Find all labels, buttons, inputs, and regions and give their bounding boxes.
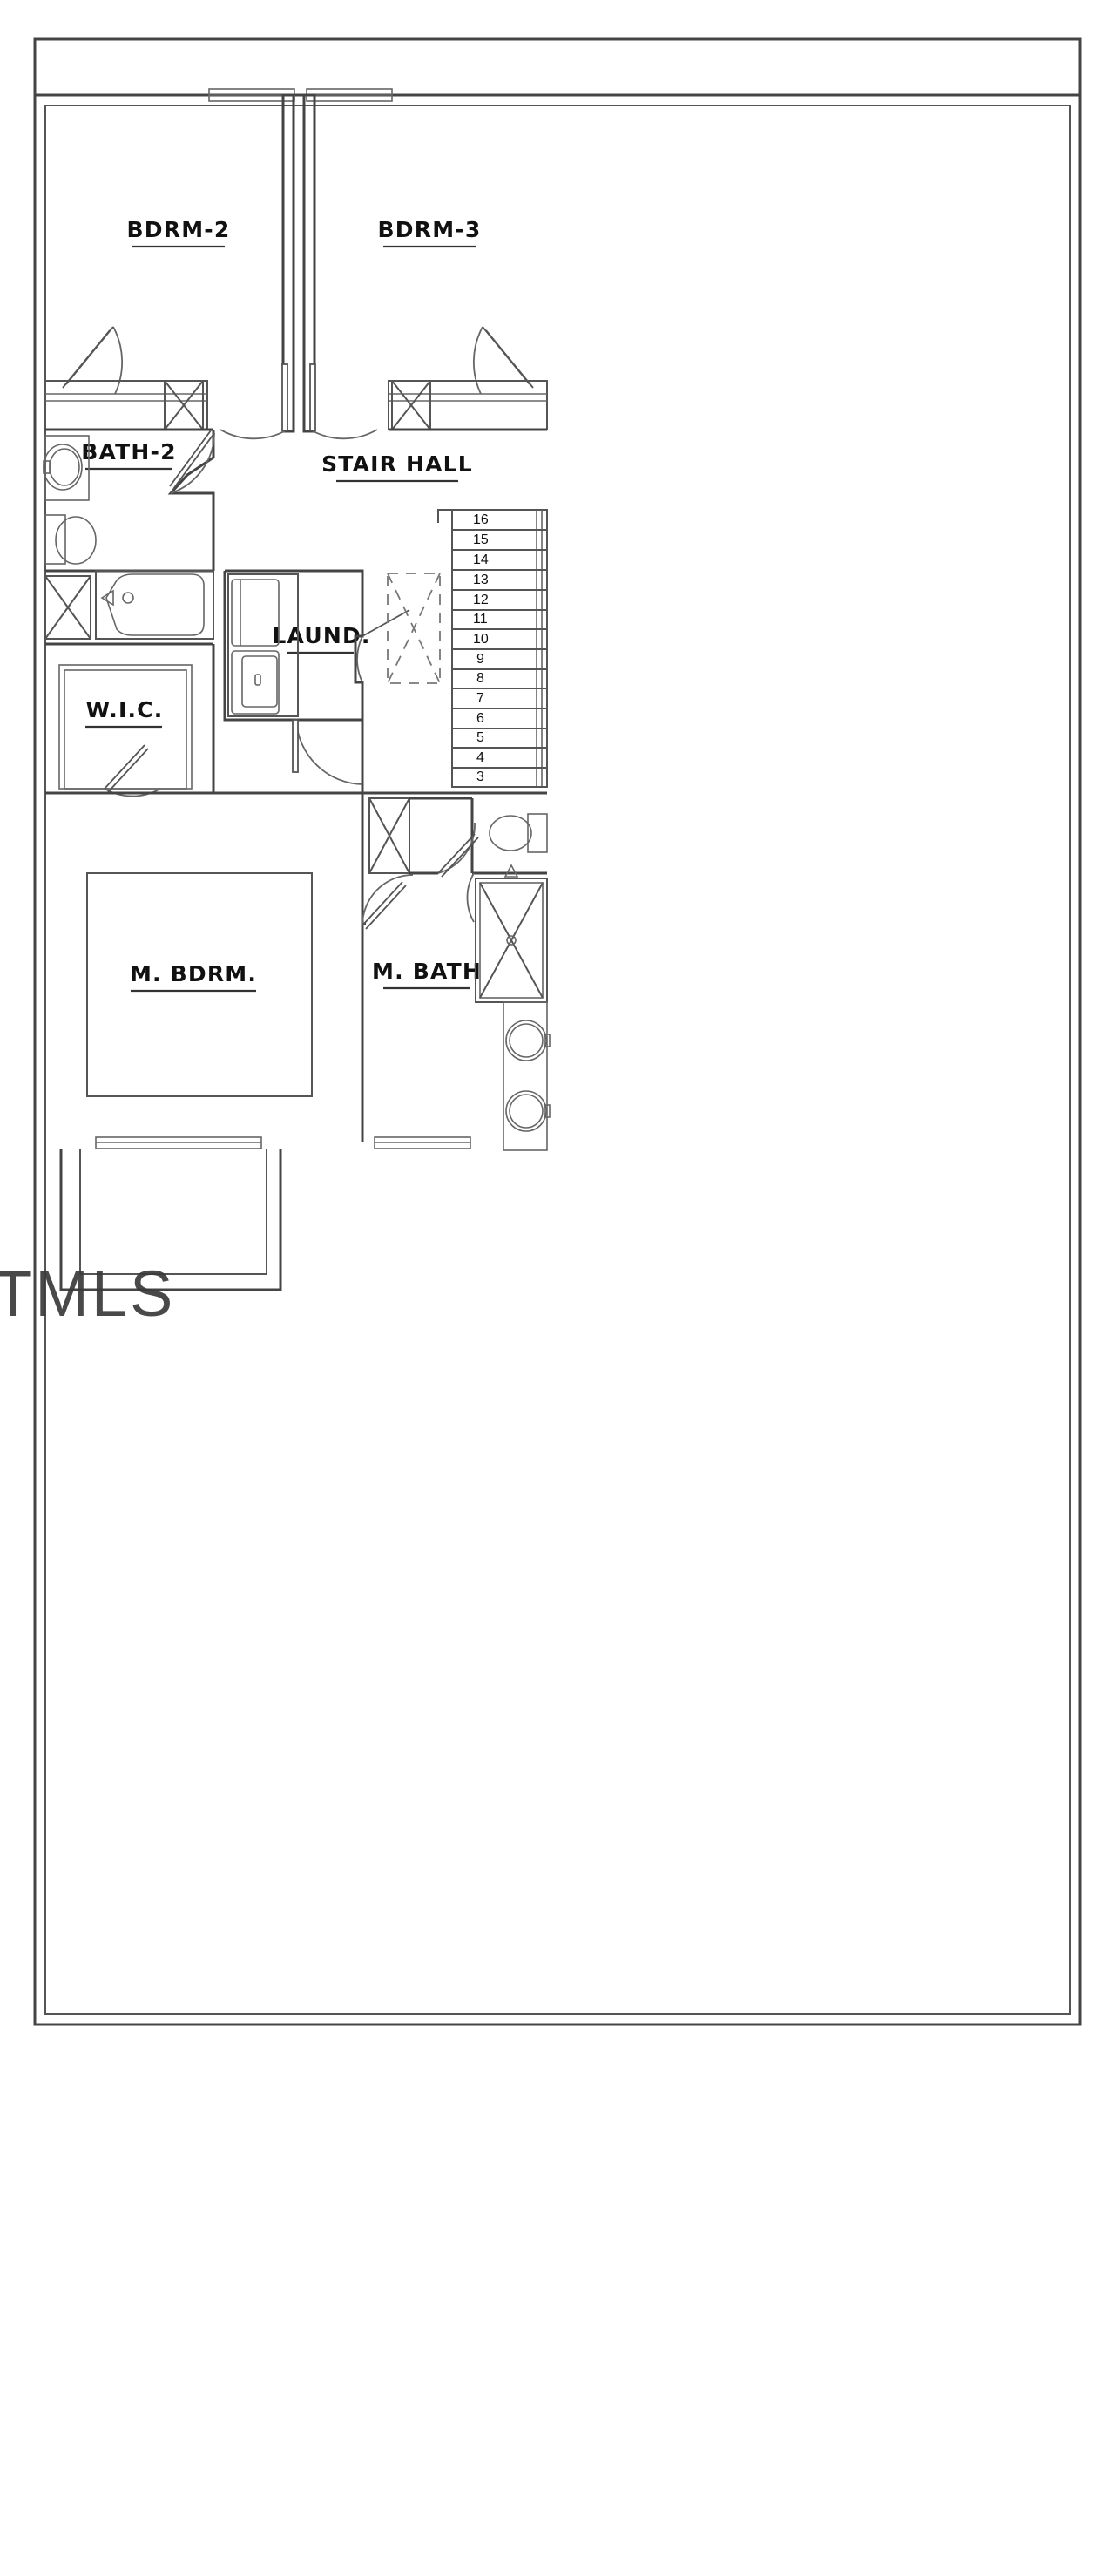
room-bath2: BATH-2: [81, 439, 176, 471]
tread-number: 9: [476, 652, 484, 667]
exterior-walls: [33, 37, 1082, 2026]
bdrm3-closet: [388, 380, 548, 430]
tread-number: 10: [473, 632, 489, 647]
tread-number: 15: [473, 532, 489, 547]
tread-number: 11: [473, 612, 488, 627]
room-mbdrm: M. BDRM.: [130, 961, 257, 993]
room-label-bath2: BATH-2: [81, 439, 176, 464]
mbath-closet: [368, 797, 410, 874]
door-hall-to-mbdrm: [292, 719, 363, 785]
porch-outline: [59, 1149, 282, 1291]
room-label-mbath: M. BATH: [372, 959, 482, 984]
mbath-shower: [475, 864, 548, 1003]
laundry-door: [356, 609, 410, 683]
partition-bdrm2-bdrm3: [281, 93, 316, 433]
room-laundry: LAUND.: [272, 623, 370, 654]
room-label-laundry: LAUND.: [272, 623, 370, 648]
door-mbdrm-to-mbath: [362, 874, 414, 930]
room-label-mbdrm: M. BDRM.: [130, 961, 257, 986]
tread-number: 13: [473, 573, 489, 587]
attic-access-dashed: [387, 573, 441, 684]
stair-tread-numbers: 16 15 14 13 12 11 10 9 8 7 6 5 4 3: [473, 512, 489, 784]
room-mbath: M. BATH: [372, 959, 482, 990]
mbdrm-walls: [86, 793, 364, 1142]
wic-door: [104, 744, 161, 797]
room-label-bdrm3: BDRM-3: [378, 217, 482, 242]
walls-mid-corridor: [45, 718, 547, 795]
mbath-toilet: [489, 813, 548, 853]
room-bdrm3: BDRM-3: [378, 217, 482, 248]
tread-number: 14: [473, 552, 489, 567]
tread-number: 5: [476, 730, 484, 745]
bdrm2-door: [62, 326, 124, 395]
bottom-windows: [95, 1136, 471, 1149]
tread-number: 3: [476, 769, 484, 784]
window-bdrm2-top: [208, 88, 295, 102]
bdrm2-closet: [44, 380, 208, 430]
room-stair-hall: STAIR HALL: [321, 451, 473, 483]
bdrm3-door: [472, 326, 534, 395]
room-label-stair-hall: STAIR HALL: [321, 451, 473, 477]
bath2-sink: [43, 435, 90, 501]
laundry-washer: [231, 579, 280, 647]
mbath-vanity: [503, 1001, 551, 1151]
door-bdrm3-to-hall: [309, 363, 378, 440]
room-wic: W.I.C.: [85, 697, 164, 729]
stair-assembly: 16 15 14 13 12 11 10 9 8 7 6 5 4 3: [437, 509, 548, 788]
tread-number: 16: [473, 512, 489, 527]
watermark-tmls: TMLS: [0, 1257, 175, 1330]
bath2-door: [169, 430, 215, 494]
room-label-wic: W.I.C.: [86, 697, 164, 722]
door-mbath-shower-area: [466, 872, 475, 923]
door-mbath-wc: [437, 822, 479, 878]
tread-number: 6: [476, 711, 484, 726]
room-bdrm2: BDRM-2: [127, 217, 231, 248]
window-bdrm3-top: [306, 88, 393, 102]
bath2-tub: [95, 570, 214, 640]
tread-number: 7: [476, 691, 484, 706]
tread-number: 8: [476, 671, 484, 686]
tread-number: 12: [473, 593, 489, 607]
tread-number: 4: [476, 750, 484, 765]
stair-treads: [452, 529, 547, 788]
bath2-toilet: [44, 514, 97, 565]
bath2-linen-closet: [44, 575, 91, 640]
room-label-bdrm2: BDRM-2: [127, 217, 231, 242]
door-bdrm2-to-hall: [220, 363, 288, 440]
laundry-dryer: [231, 650, 280, 715]
